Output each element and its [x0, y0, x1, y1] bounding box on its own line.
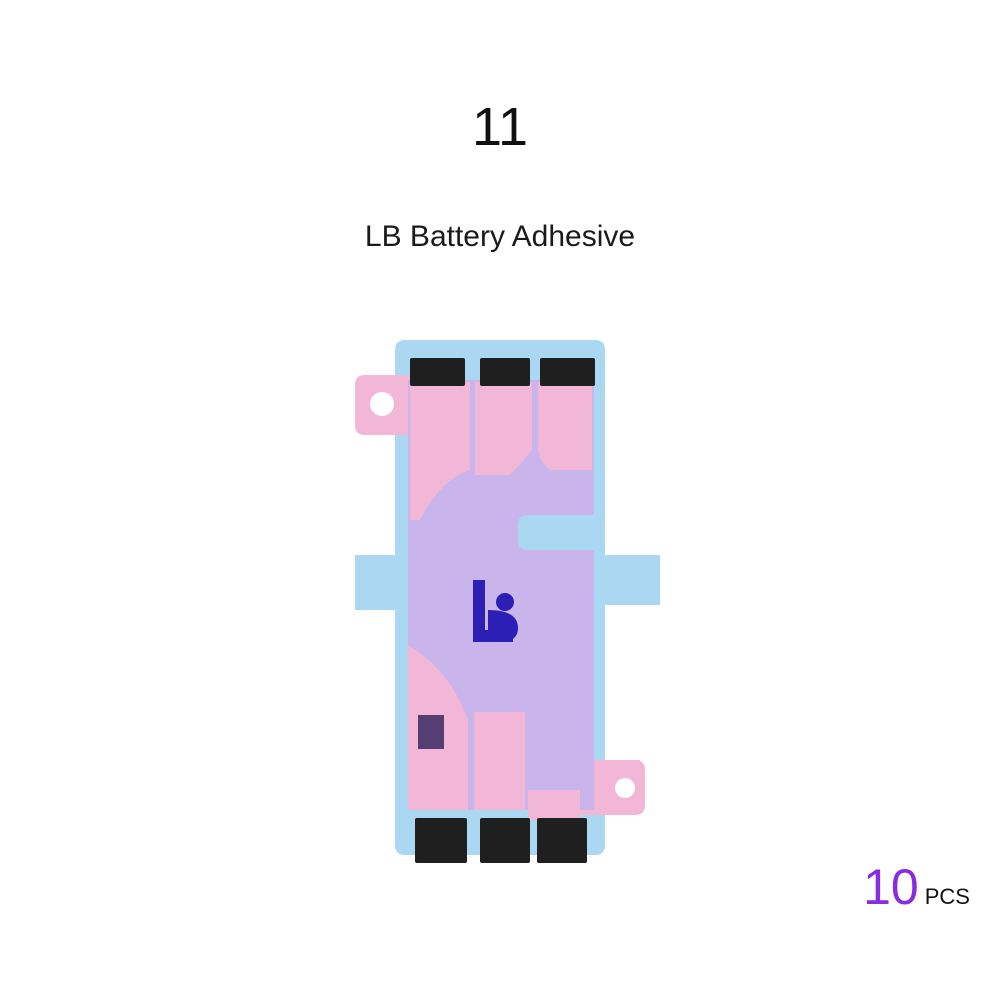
- product-name-subtitle: LB Battery Adhesive: [364, 220, 636, 253]
- pull-tabs: [410, 358, 595, 863]
- mounting-ear-bottom-right: [580, 760, 645, 815]
- product-model-title: 11: [471, 97, 529, 157]
- battery-adhesive-photo: [355, 340, 660, 863]
- mounting-ear-top-left: [355, 375, 415, 435]
- quantity-number: 10: [863, 859, 919, 915]
- barcode-label: [418, 715, 444, 749]
- quantity-unit: PCS: [924, 884, 970, 909]
- lb-logo-icon: [473, 580, 518, 642]
- adhesive-pads: [408, 382, 592, 820]
